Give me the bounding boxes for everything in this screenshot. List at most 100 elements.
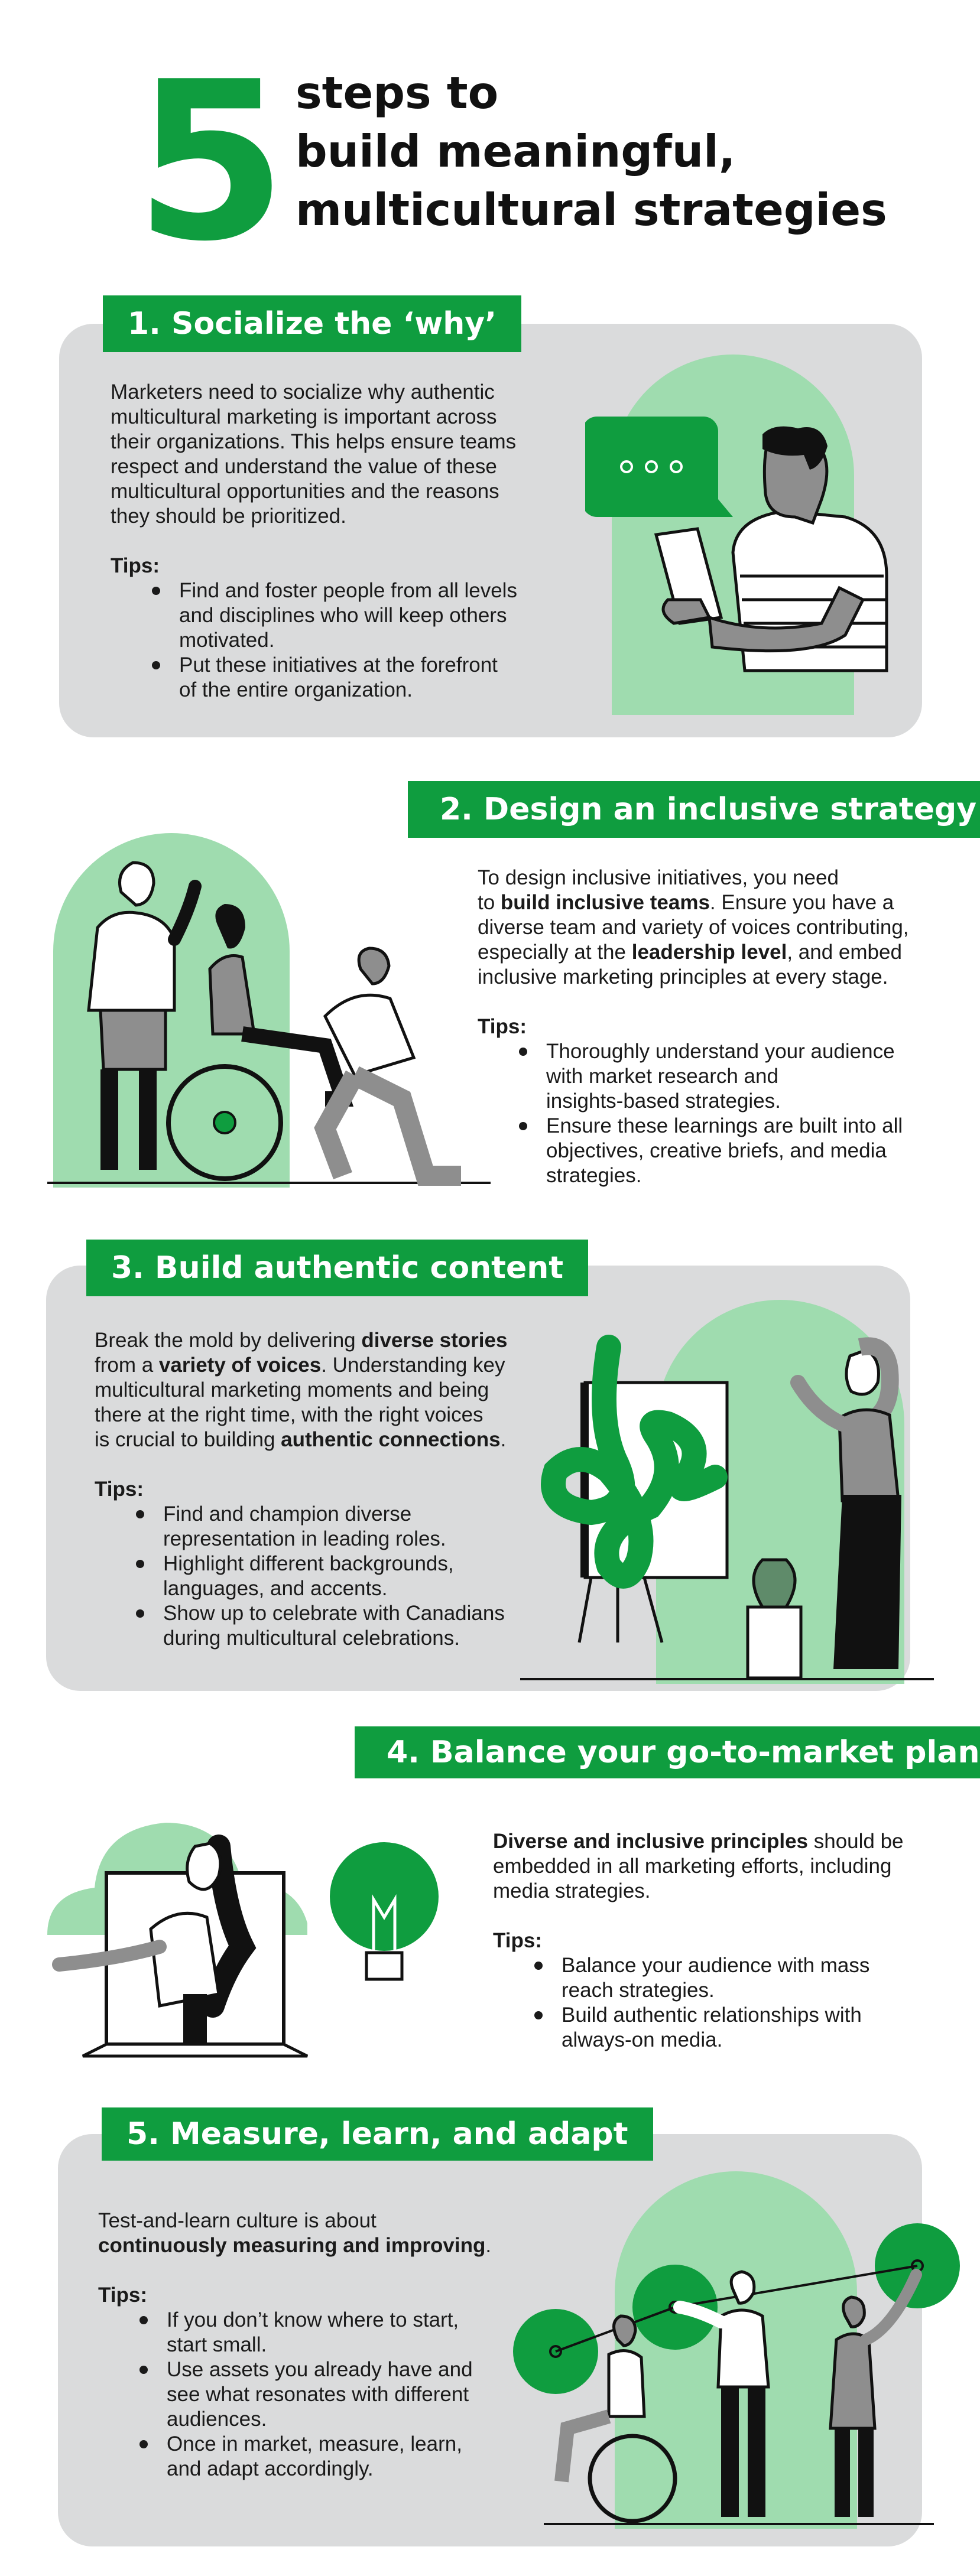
text-line: If you don’t know where to start,	[167, 2308, 459, 2331]
step-2-body: To design inclusive initiatives, you nee…	[478, 866, 962, 990]
step-5-content: Test-and-learn culture is about continuo…	[98, 2209, 547, 2481]
easel-legs	[577, 1577, 664, 1643]
step-4-content: Diverse and inclusive principles should …	[493, 1829, 966, 2053]
text-line: from a variety of voices. Understanding …	[95, 1353, 544, 1378]
step-4-tips-list: Balance your audience with mass reach st…	[527, 1953, 966, 2053]
emphasis-text: diverse stories	[361, 1329, 508, 1352]
text-line: representation in leading roles.	[163, 1527, 446, 1550]
big-step-number: 5	[135, 35, 287, 290]
text-span: Break the mold by delivering	[95, 1329, 362, 1352]
wheel	[588, 2434, 677, 2523]
emphasis-text: authentic connections	[281, 1428, 501, 1451]
text-line: see what resonates with different	[167, 2383, 469, 2406]
tip-item: Once in market, measure, learn, and adap…	[132, 2432, 547, 2481]
lightbulb-icon	[330, 1842, 439, 1951]
tips-label: Tips:	[478, 1015, 527, 1038]
text-line: Build authentic relationships with	[562, 2003, 862, 2027]
text-line: multicultural opportunities and the reas…	[111, 480, 499, 503]
green-paint-stroke	[541, 1335, 728, 1589]
hair	[762, 426, 828, 470]
emphasis-text: leadership level	[631, 941, 787, 964]
painter-head	[845, 1348, 880, 1396]
text-line: reach strategies.	[562, 1979, 715, 2002]
text-line: languages, and accents.	[163, 1577, 388, 1600]
step-5-heading: 5. Measure, learn, and adapt	[102, 2107, 653, 2161]
tablet-icon	[654, 527, 723, 625]
text-line: respect and understand the value of thes…	[111, 455, 497, 478]
tip-item: Highlight different backgrounds, languag…	[129, 1552, 544, 1601]
text-line: embedded in all marketing efforts, inclu…	[493, 1855, 892, 1878]
text-line: strategies.	[546, 1164, 642, 1187]
emphasis-text: build inclusive teams	[500, 891, 710, 914]
text-line: Find and foster people from all levels	[179, 579, 517, 602]
tip-item: Build authentic relationships with alway…	[527, 2003, 966, 2053]
text-line: audiences.	[167, 2408, 267, 2431]
text-line: Show up to celebrate with Canadians	[163, 1602, 505, 1625]
text-line: there at the right time, with the right …	[95, 1403, 483, 1426]
step-3-content: Break the mold by delivering diverse sto…	[95, 1328, 544, 1651]
text-line: media strategies.	[493, 1879, 651, 1902]
text-line: Once in market, measure, learn,	[167, 2432, 462, 2455]
text-line: Marketers need to socialize why authenti…	[111, 380, 495, 404]
page-title: steps to build meaningful, multicultural…	[296, 64, 887, 239]
text-line: diverse team and variety of voices contr…	[478, 916, 909, 939]
title-line-3: multicultural strategies	[296, 184, 887, 236]
growth-circles-illustration	[513, 2171, 960, 2529]
text-line: continuously measuring and improving.	[98, 2233, 547, 2258]
tips-label: Tips:	[95, 1478, 144, 1501]
text-line: especially at the leadership level, and …	[478, 940, 962, 965]
text-line: Ensure these learnings are built into al…	[546, 1114, 903, 1137]
step-2-content: To design inclusive initiatives, you nee…	[478, 866, 962, 1188]
reaching-arm	[52, 1940, 167, 1972]
text-line: always-on media.	[562, 2028, 723, 2051]
arm	[708, 586, 865, 653]
emphasis-text: continuously measuring and improving	[98, 2234, 486, 2257]
text-line: Balance your audience with mass	[562, 1954, 870, 1977]
chat-bubble-icon	[585, 417, 733, 517]
text-line: Put these initiatives at the forefront	[179, 653, 498, 676]
text-line: start small.	[167, 2333, 267, 2356]
text-span: from a	[95, 1354, 159, 1377]
text-span: . Understanding key	[321, 1354, 505, 1377]
step-5-body: Test-and-learn culture is about continuo…	[98, 2209, 547, 2258]
standing-man-head	[118, 861, 155, 907]
tip-item: Ensure these learnings are built into al…	[512, 1114, 962, 1188]
text-span: , and embed	[787, 941, 902, 964]
step-1-body: Marketers need to socialize why authenti…	[111, 380, 583, 529]
tips-label: Tips:	[98, 2284, 147, 2307]
laptop-base	[82, 2042, 309, 2058]
text-line: Use assets you already have and	[167, 2358, 473, 2381]
tip-item: Use assets you already have and see what…	[132, 2357, 547, 2432]
tip-item: Find and champion diverse representation…	[129, 1502, 544, 1552]
text-line: is crucial to building authentic connect…	[95, 1427, 544, 1452]
emphasis-text: Diverse and inclusive principles	[493, 1830, 808, 1853]
wheelchair-person-hair	[215, 904, 245, 949]
tip-item: Thoroughly understand your audience with…	[512, 1039, 962, 1114]
step-2-heading: 2. Design an inclusive strategy	[408, 781, 980, 838]
text-line: their organizations. This helps ensure t…	[111, 430, 517, 453]
text-span: to	[478, 891, 501, 914]
emphasis-text: variety of voices	[158, 1354, 322, 1377]
person-head	[186, 1842, 222, 1891]
text-span: .	[500, 1428, 507, 1451]
text-span: especially at the	[478, 941, 632, 964]
step-1-content: Marketers need to socialize why authenti…	[111, 380, 583, 702]
text-line: and disciplines who will keep others	[179, 604, 507, 627]
hair	[201, 1835, 257, 2018]
wheel	[166, 1064, 283, 1181]
text-line: Diverse and inclusive principles should …	[493, 1829, 966, 1854]
tip-item: Find and foster people from all levels a…	[145, 578, 583, 653]
kneeling-man-head	[357, 947, 391, 985]
text-line: during multicultural celebrations.	[163, 1627, 460, 1650]
text-span: . Ensure you have a	[709, 891, 894, 914]
text-line: objectives, creative briefs, and media	[546, 1139, 887, 1162]
step-4-heading: 4. Balance your go-to-market plan	[355, 1726, 980, 1778]
tips-label: Tips:	[111, 554, 160, 577]
text-line: inclusive marketing principles at every …	[478, 965, 888, 988]
inclusive-team-illustration	[47, 833, 491, 1188]
tip-item: Put these initiatives at the forefront o…	[145, 653, 583, 702]
step-3-tips-list: Find and champion diverse representation…	[129, 1502, 544, 1651]
step-3-heading: 3. Build authentic content	[86, 1240, 589, 1296]
text-line: Find and champion diverse	[163, 1502, 412, 1526]
tip-item: If you don’t know where to start, start …	[132, 2308, 547, 2357]
